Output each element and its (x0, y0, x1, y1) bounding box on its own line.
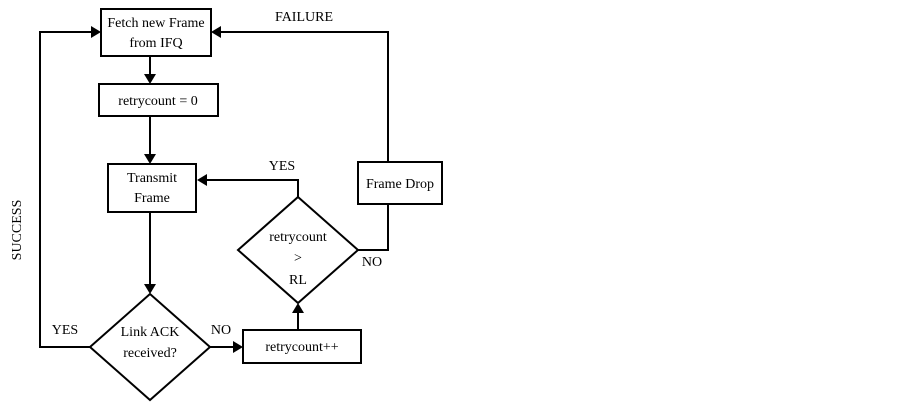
arrowhead-failure (211, 26, 221, 38)
retry-increment-label: retrycount++ (265, 340, 338, 355)
success-label: SUCCESS (10, 200, 25, 261)
connectors (39, 26, 389, 353)
edge-limit-no (358, 204, 389, 251)
ack-label-line2: received? (123, 346, 177, 361)
node-transmit-frame: Transmit Frame (107, 163, 197, 213)
ack-label-line1: Link ACK (121, 325, 180, 340)
node-frame-drop: Frame Drop (357, 161, 443, 205)
arrowhead-limit (292, 303, 304, 313)
node-limit-decision: retrycount > RL (236, 195, 360, 305)
node-ack-decision: Link ACK received? (88, 292, 212, 402)
limit-label-line2: > (294, 251, 302, 266)
node-retry-init: retrycount = 0 (98, 83, 219, 117)
transmit-label-line1: Transmit (127, 171, 177, 186)
ack-yes-label: YES (52, 323, 78, 338)
node-retry-increment: retrycount++ (242, 329, 362, 364)
transmit-label-line2: Frame (134, 191, 170, 206)
fetch-label-line1: Fetch new Frame (107, 16, 204, 31)
fetch-label-line2: from IFQ (129, 36, 182, 51)
limit-label-line1: retrycount (269, 230, 327, 245)
edge-failure (220, 31, 389, 162)
edge-success-loop (39, 31, 92, 348)
arrowhead-transmit-retry (197, 174, 207, 186)
arrowhead-increment (233, 341, 243, 353)
limit-no-label: NO (362, 255, 382, 270)
arrowhead-transmit (144, 154, 156, 164)
failure-label: FAILURE (275, 10, 333, 25)
arrowhead-success (91, 26, 101, 38)
arrowhead-init (144, 74, 156, 84)
node-fetch-frame: Fetch new Frame from IFQ (100, 8, 212, 57)
limit-yes-label: YES (269, 159, 295, 174)
arrowhead-ack (144, 284, 156, 294)
edge-limit-yes (206, 179, 299, 197)
frame-drop-label: Frame Drop (366, 177, 434, 192)
limit-label-line3: RL (289, 273, 307, 288)
ack-no-label: NO (211, 323, 231, 338)
retry-init-label: retrycount = 0 (118, 94, 197, 109)
